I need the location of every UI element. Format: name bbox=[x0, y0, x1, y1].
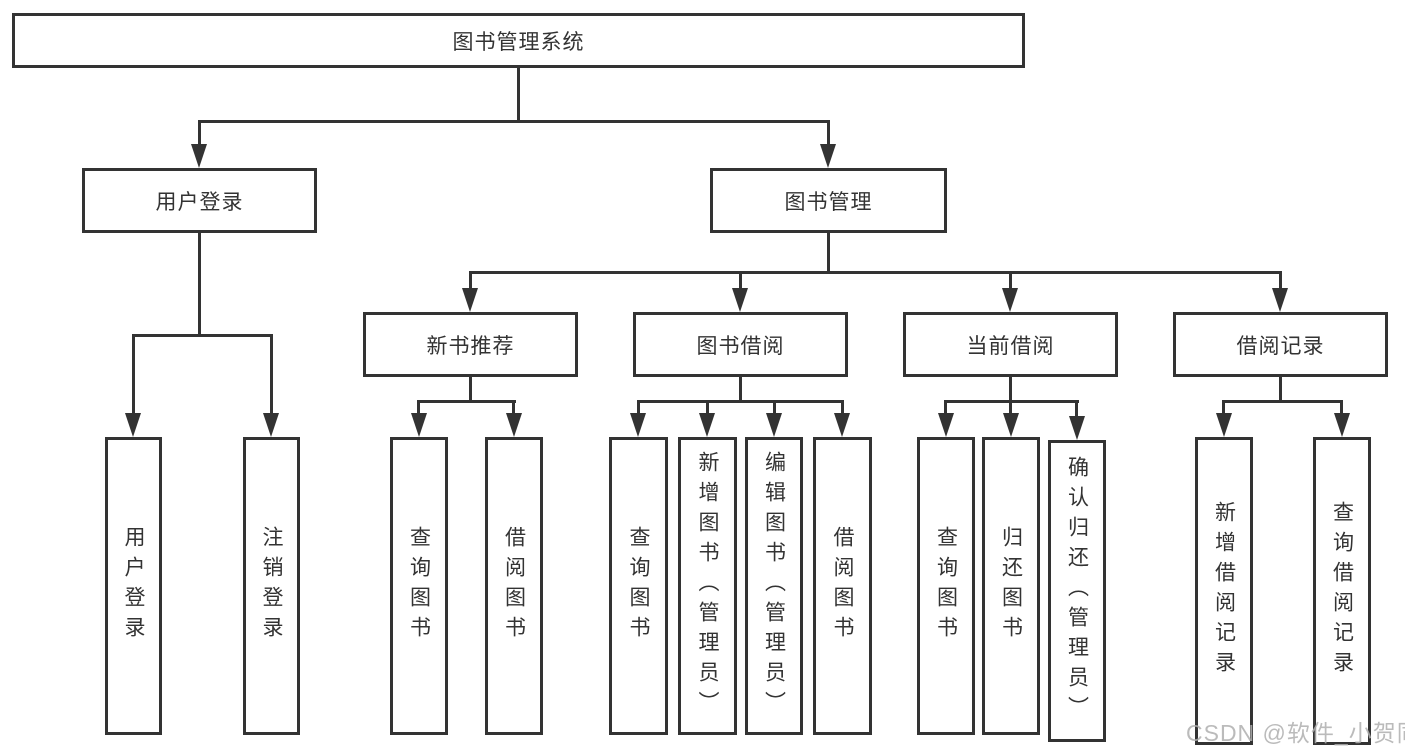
arrowhead-down-icon bbox=[630, 413, 646, 437]
leaf-borrow-books-recommend-label: 借阅图书 bbox=[502, 526, 526, 646]
leaf-confirm-return-admin-label: 确认归还（管理员） bbox=[1065, 456, 1089, 726]
connector-stub bbox=[1340, 400, 1343, 417]
arrowhead-down-icon bbox=[938, 413, 954, 437]
leaf-edit-books-admin: 编辑图书（管理员） bbox=[745, 437, 803, 735]
arrowhead-down-icon bbox=[411, 413, 427, 437]
arrowhead-down-icon bbox=[1002, 288, 1018, 312]
arrowhead-down-icon bbox=[1216, 413, 1232, 437]
leaf-query-books-recommend-label: 查询图书 bbox=[407, 526, 431, 646]
connector-stub bbox=[841, 400, 844, 417]
arrowhead-down-icon bbox=[462, 288, 478, 312]
connector-recommend-branch bbox=[417, 400, 516, 403]
connector-user-login-branch bbox=[132, 334, 273, 337]
connector-stub bbox=[512, 400, 515, 417]
leaf-add-borrow-record-label: 新增借阅记录 bbox=[1212, 501, 1236, 681]
arrowhead-down-icon bbox=[1334, 413, 1350, 437]
connector-stub bbox=[944, 400, 947, 417]
connector-root-drop bbox=[517, 68, 520, 122]
connector-stub bbox=[1009, 271, 1012, 291]
node-book-management-system: 图书管理系统 bbox=[12, 13, 1025, 68]
connector-stub bbox=[773, 400, 776, 417]
connector-records-branch bbox=[1222, 400, 1343, 403]
connector-stub bbox=[739, 271, 742, 291]
node-user-login: 用户登录 bbox=[82, 168, 317, 233]
leaf-query-books-borrowing: 查询图书 bbox=[609, 437, 668, 735]
leaf-borrow-books-borrowing: 借阅图书 bbox=[813, 437, 872, 735]
connector-records-drop bbox=[1279, 377, 1282, 402]
leaf-confirm-return-admin: 确认归还（管理员） bbox=[1048, 440, 1106, 742]
node-borrow-records: 借阅记录 bbox=[1173, 312, 1388, 377]
connector-stub bbox=[637, 400, 640, 417]
leaf-borrow-books-borrowing-label: 借阅图书 bbox=[831, 526, 854, 646]
connector-stub bbox=[469, 271, 472, 291]
leaf-query-books-current-label: 查询图书 bbox=[934, 526, 958, 646]
arrowhead-down-icon bbox=[766, 413, 782, 437]
connector-stub bbox=[132, 334, 135, 417]
leaf-user-login: 用户登录 bbox=[105, 437, 162, 735]
csdn-watermark: CSDN @软件_小贺同学 bbox=[1186, 720, 1405, 746]
connector-stub bbox=[827, 120, 830, 146]
leaf-add-books-admin: 新增图书（管理员） bbox=[678, 437, 737, 735]
leaf-add-books-admin-label: 新增图书（管理员） bbox=[696, 451, 719, 721]
connector-stub bbox=[1222, 400, 1225, 417]
leaf-user-login-label: 用户登录 bbox=[122, 526, 145, 646]
connector-stub bbox=[1009, 400, 1012, 417]
connector-stub bbox=[706, 400, 709, 417]
connector-stub bbox=[270, 334, 273, 417]
arrowhead-down-icon bbox=[820, 144, 836, 168]
arrowhead-down-icon bbox=[732, 288, 748, 312]
leaf-query-books-current: 查询图书 bbox=[917, 437, 975, 735]
connector-stub bbox=[1075, 400, 1078, 420]
connector-current-drop bbox=[1009, 377, 1012, 402]
arrowhead-down-icon bbox=[699, 413, 715, 437]
leaf-edit-books-admin-label: 编辑图书（管理员） bbox=[762, 451, 786, 721]
arrowhead-down-icon bbox=[1003, 413, 1019, 437]
arrowhead-down-icon bbox=[191, 144, 207, 168]
leaf-query-books-borrowing-label: 查询图书 bbox=[627, 526, 650, 646]
arrowhead-down-icon bbox=[1272, 288, 1288, 312]
leaf-query-borrow-record: 查询借阅记录 bbox=[1313, 437, 1371, 745]
arrowhead-down-icon bbox=[263, 413, 279, 437]
arrowhead-down-icon bbox=[1069, 416, 1085, 440]
connector-stub bbox=[1279, 271, 1282, 291]
arrowhead-down-icon bbox=[506, 413, 522, 437]
node-new-book-recommend: 新书推荐 bbox=[363, 312, 578, 377]
leaf-return-books: 归还图书 bbox=[982, 437, 1040, 735]
leaf-logout-label: 注销登录 bbox=[260, 526, 283, 646]
connector-stub bbox=[417, 400, 420, 417]
leaf-query-books-recommend: 查询图书 bbox=[390, 437, 448, 735]
leaf-add-borrow-record: 新增借阅记录 bbox=[1195, 437, 1253, 745]
connector-level2-branch bbox=[198, 120, 830, 123]
node-book-management: 图书管理 bbox=[710, 168, 947, 233]
connector-borrowing-branch bbox=[637, 400, 844, 403]
arrowhead-down-icon bbox=[125, 413, 141, 437]
arrowhead-down-icon bbox=[834, 413, 850, 437]
connector-level3-branch bbox=[469, 271, 1282, 274]
node-book-borrowing: 图书借阅 bbox=[633, 312, 848, 377]
leaf-borrow-books-recommend: 借阅图书 bbox=[485, 437, 543, 735]
node-current-borrowing: 当前借阅 bbox=[903, 312, 1118, 377]
connector-stub bbox=[198, 120, 201, 146]
connector-borrowing-drop bbox=[739, 377, 742, 402]
connector-user-login-drop bbox=[198, 233, 201, 336]
connector-recommend-drop bbox=[469, 377, 472, 402]
connector-book-management-drop bbox=[827, 233, 830, 274]
leaf-query-borrow-record-label: 查询借阅记录 bbox=[1330, 501, 1354, 681]
leaf-logout: 注销登录 bbox=[243, 437, 300, 735]
leaf-return-books-label: 归还图书 bbox=[999, 526, 1023, 646]
